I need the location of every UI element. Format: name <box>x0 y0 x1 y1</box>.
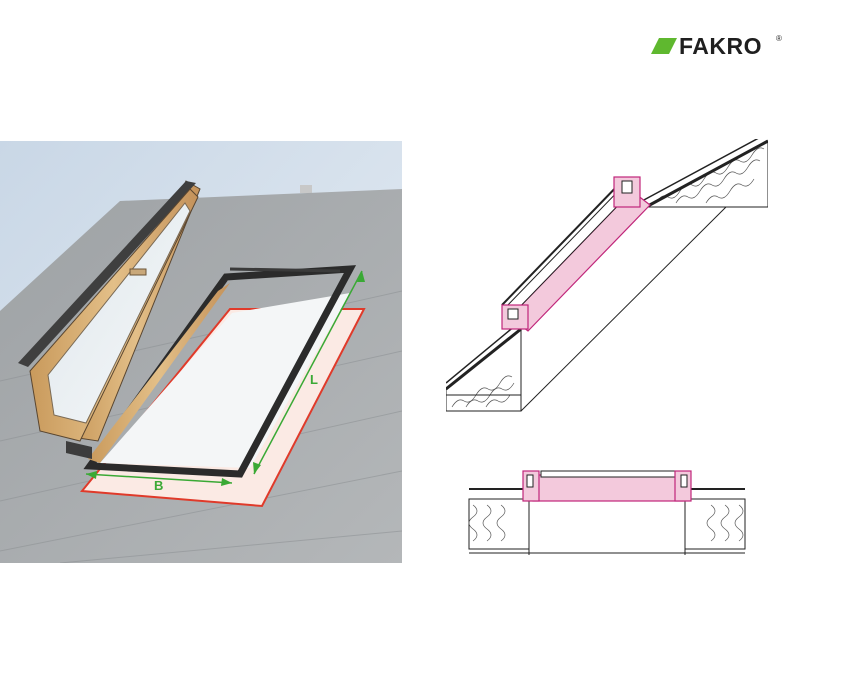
plan-section-drawing <box>465 465 749 564</box>
gas-strut <box>229 267 341 273</box>
sash-top-edge <box>18 181 196 367</box>
dimension-l-line <box>253 270 363 475</box>
lower-roof-cover <box>445 324 517 384</box>
dimension-b-arrow-right <box>221 478 232 486</box>
fakro-logo-mark <box>651 38 677 54</box>
sash-glass <box>47 202 191 424</box>
shaft-lower-line <box>520 206 727 412</box>
frame-wood-side <box>88 283 230 463</box>
plan-left-insulation <box>468 498 530 550</box>
brand-name: FAKRO <box>679 33 762 59</box>
registered-mark: ® <box>776 34 782 43</box>
sash-handle <box>129 268 147 276</box>
cross-section-svg <box>445 132 769 412</box>
plan-right-insulation <box>684 498 746 550</box>
section-glazing <box>503 182 633 318</box>
plan-left-insulation-pattern <box>468 504 506 542</box>
section-frame <box>509 190 651 332</box>
plan-left-seal <box>526 474 534 488</box>
opening-interior <box>100 293 350 468</box>
dimension-l-arrow-bottom <box>253 462 261 474</box>
plan-right-insulation-pattern <box>706 504 744 542</box>
lower-insulation-block <box>445 327 522 412</box>
dimension-l-arrow-top <box>357 271 365 282</box>
plan-right-seal <box>680 474 688 488</box>
section-sash-cover <box>501 178 625 306</box>
top-seal-detail <box>621 180 633 194</box>
dimension-b-line <box>85 473 233 484</box>
plan-frame <box>532 474 684 502</box>
product-illustration: L B <box>0 141 402 563</box>
flashing-bar <box>66 441 92 459</box>
plan-section-svg <box>468 470 746 555</box>
dimension-b-arrow-left <box>86 471 97 479</box>
cross-section-drawing <box>445 132 769 422</box>
plan-glazing <box>540 470 676 478</box>
chimney <box>300 185 312 193</box>
dimension-b-label: B <box>154 478 163 493</box>
lower-roof-deck <box>445 327 522 391</box>
upper-roof-cover <box>641 132 769 202</box>
roof-window-render: L B <box>0 141 402 563</box>
dimension-l-label: L <box>310 372 318 387</box>
bottom-seal-detail <box>507 308 519 320</box>
upper-roof-deck <box>645 139 769 209</box>
